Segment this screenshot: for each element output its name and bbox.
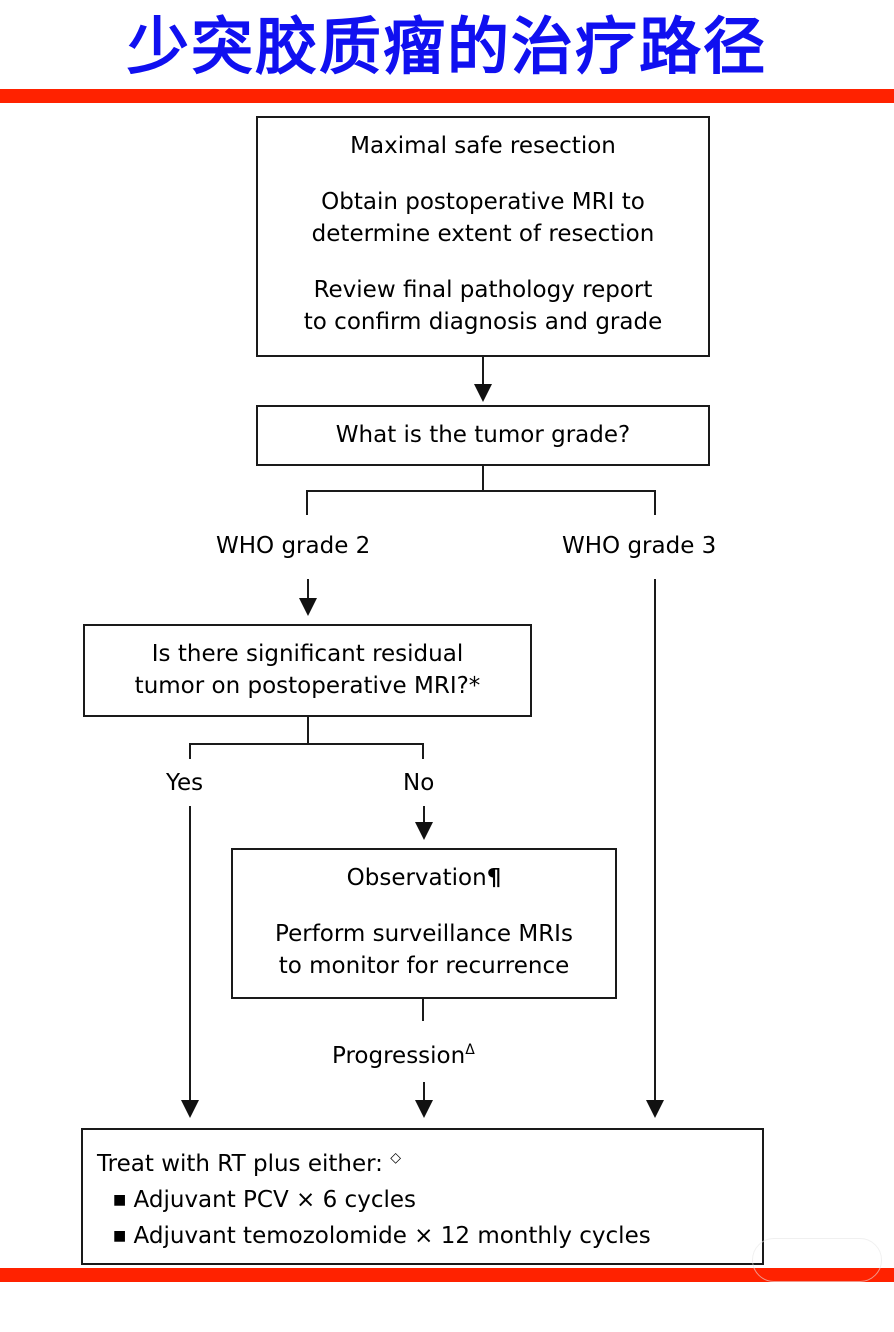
arrow-to-observation-box (415, 822, 433, 840)
bottom-red-rule (0, 1268, 894, 1282)
resection-line-2: Obtain postoperative MRI to (321, 189, 645, 215)
observation-title-text: Observation (346, 865, 487, 891)
watermark-logo (752, 1238, 882, 1282)
connector-no-to-observation (423, 806, 425, 826)
connector-grade-stem (482, 466, 484, 492)
progression-label: ProgressionΔ (332, 1035, 475, 1071)
residual-tumor-box: Is there significant residual tumor on p… (83, 624, 532, 717)
progression-footnote-mark: Δ (465, 1042, 475, 1058)
who-grade-2-label: WHO grade 2 (216, 533, 371, 559)
treatment-item-pcv: ■ Adjuvant PCV × 6 cycles (97, 1184, 762, 1216)
treatment-heading-text: Treat with RT plus either: (97, 1151, 383, 1177)
bullet-icon: ■ (113, 1192, 127, 1208)
observation-line-1: Perform surveillance MRIs (275, 921, 573, 947)
connector-yes-to-treatment (189, 806, 191, 1104)
arrow-grade3-to-treatment (646, 1100, 664, 1118)
connector-yes-no-split (189, 743, 424, 745)
treatment-item-temozolomide-text: Adjuvant temozolomide × 12 monthly cycle… (133, 1223, 651, 1249)
arrow-to-grade-box (474, 384, 492, 402)
connector-progression-to-treatment (423, 1082, 425, 1102)
observation-title: Observation¶ (233, 862, 615, 894)
connector-grade-split (306, 490, 656, 492)
tumor-grade-question: What is the tumor grade? (335, 422, 631, 448)
treatment-heading: Treat with RT plus either: ◇ (97, 1142, 762, 1180)
observation-line-2: to monitor for recurrence (278, 953, 570, 979)
residual-line-2: tumor on postoperative MRI?* (134, 673, 481, 699)
observation-box: Observation¶ Perform surveillance MRIs t… (231, 848, 617, 999)
arrow-to-residual-box (299, 598, 317, 616)
treatment-item-temozolomide: ■ Adjuvant temozolomide × 12 monthly cyc… (97, 1220, 762, 1252)
bullet-icon: ■ (113, 1228, 127, 1244)
connector-grade2-to-residual (307, 579, 309, 601)
who-grade-3-label: WHO grade 3 (562, 533, 717, 559)
connector-observation-to-progression (422, 999, 424, 1021)
connector-grade3-drop (654, 490, 656, 515)
arrow-yes-to-treatment (181, 1100, 199, 1118)
top-red-rule (0, 89, 894, 103)
progression-text: Progression (332, 1043, 466, 1069)
connector-no-drop (422, 743, 424, 759)
connector-grade3-to-treatment (654, 579, 656, 1104)
resection-line-4: Review final pathology report (313, 277, 653, 303)
observation-footnote-mark: ¶ (486, 865, 502, 891)
arrow-progression-to-treatment (415, 1100, 433, 1118)
connector-grade2-drop (306, 490, 308, 515)
resection-box: Maximal safe resection Obtain postoperat… (256, 116, 710, 357)
connector-yes-drop (189, 743, 191, 759)
page-title: 少突胶质瘤的治疗路径 (126, 10, 767, 83)
resection-line-3: determine extent of resection (311, 221, 655, 247)
yes-label: Yes (166, 770, 204, 796)
resection-line-5: to confirm diagnosis and grade (303, 309, 663, 335)
connector-residual-stem (307, 717, 309, 745)
no-label: No (403, 770, 435, 796)
residual-line-1: Is there significant residual (151, 641, 464, 667)
treatment-item-pcv-text: Adjuvant PCV × 6 cycles (133, 1187, 416, 1213)
connector-resection-to-grade (482, 357, 484, 387)
treatment-box: Treat with RT plus either: ◇ ■ Adjuvant … (81, 1128, 764, 1265)
tumor-grade-box: What is the tumor grade? (256, 405, 710, 466)
treatment-footnote-mark: ◇ (390, 1150, 402, 1166)
resection-line-1: Maximal safe resection (350, 133, 616, 159)
